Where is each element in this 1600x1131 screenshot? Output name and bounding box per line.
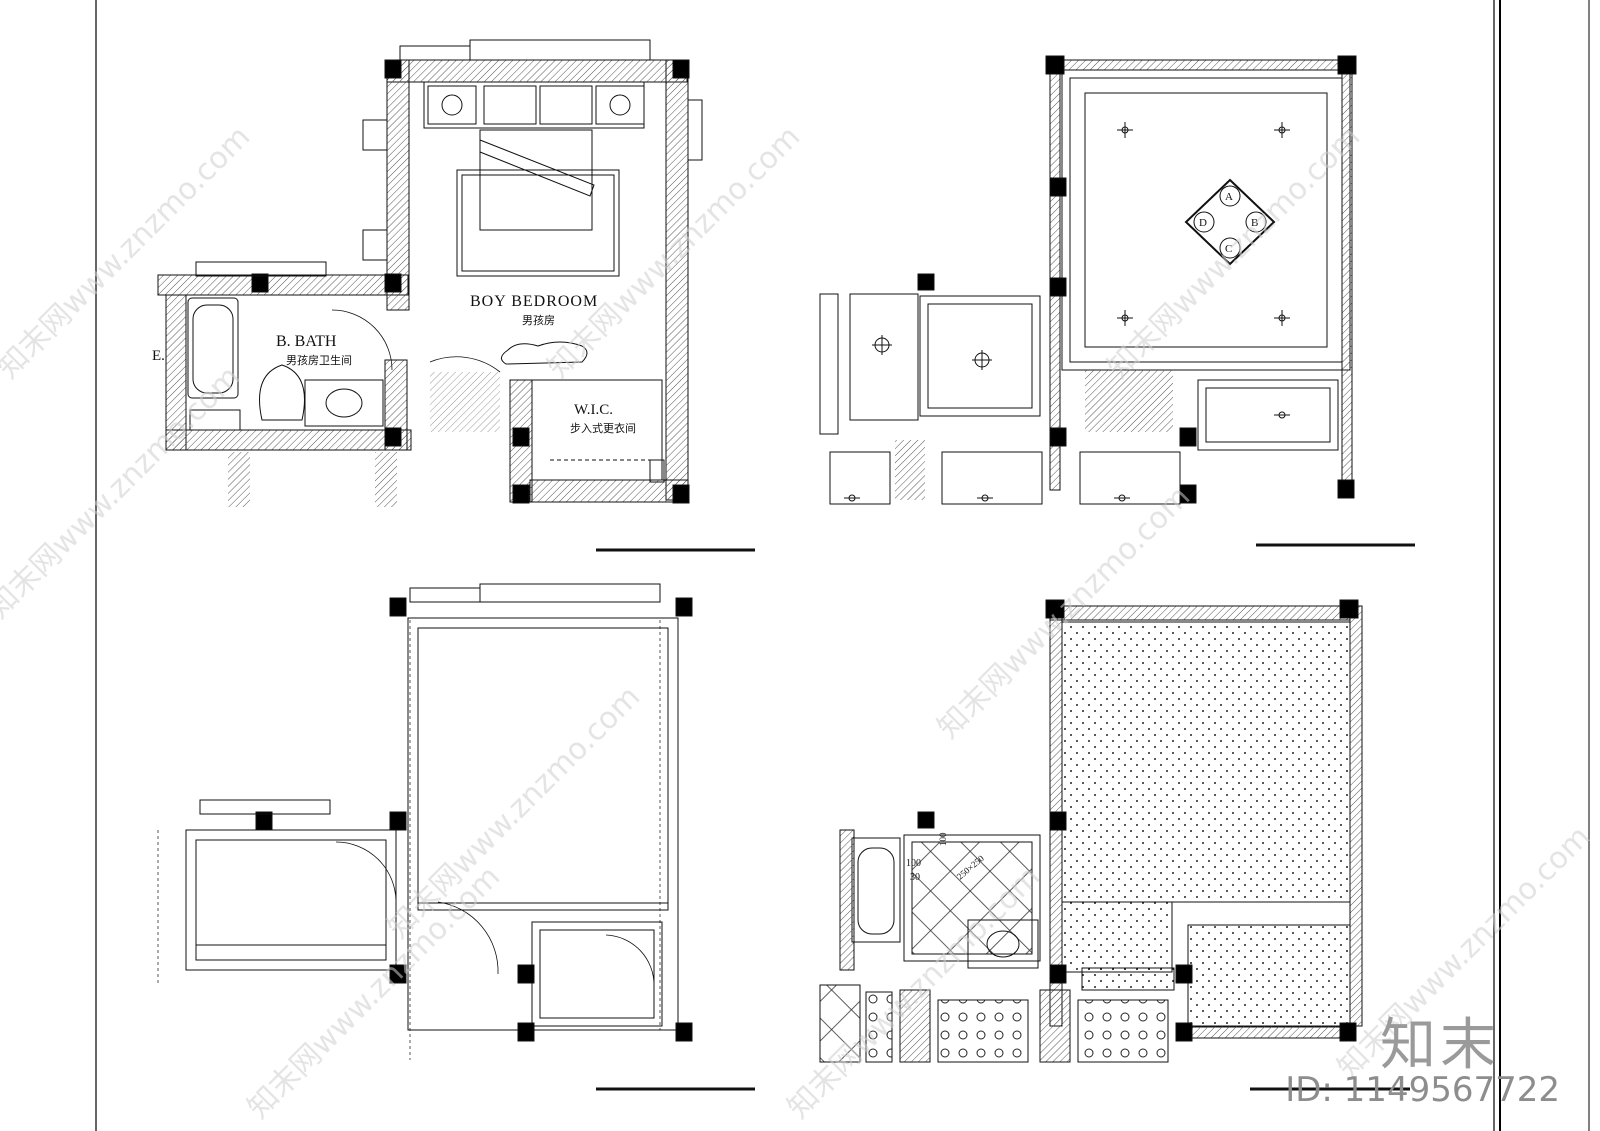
watermark-text: 知末网www.znzmo.com bbox=[0, 119, 257, 385]
dim-100: 100 bbox=[906, 858, 921, 869]
sheet-border bbox=[95, 0, 1590, 1131]
watermark-text: 知末网www.znzmo.com bbox=[241, 859, 507, 1125]
brand-id-text: ID: 1149567722 bbox=[1285, 1070, 1560, 1110]
plan-ceiling bbox=[819, 55, 1415, 547]
watermark-text: 知末网www.znzmo.com bbox=[0, 359, 247, 625]
label-bath-cn: 男孩房卫生间 bbox=[286, 353, 352, 367]
plan-walls bbox=[157, 583, 755, 1091]
label-edge: E. bbox=[152, 348, 165, 364]
label-boy-bedroom-cn: 男孩房 bbox=[522, 314, 555, 327]
dim-side: 100 bbox=[938, 832, 948, 846]
plan-furniture-layout bbox=[157, 39, 755, 552]
plan-floor-finish bbox=[819, 599, 1410, 1091]
label-wic-cn: 步入式更衣间 bbox=[570, 421, 636, 435]
lamp-label-c: C bbox=[1225, 243, 1232, 255]
brand-logo-text: 知末 bbox=[1380, 1013, 1500, 1078]
lamp-label-d: D bbox=[1199, 217, 1207, 229]
label-wic: W.I.C. bbox=[574, 402, 613, 418]
dim-30: 30 bbox=[910, 872, 920, 883]
lamp-label-b: B bbox=[1251, 217, 1258, 229]
lamp-label-a: A bbox=[1225, 191, 1233, 203]
label-bath: B. BATH bbox=[276, 333, 337, 350]
downlight-icon bbox=[844, 122, 1290, 502]
watermark-text: 知末网www.znzmo.com bbox=[381, 679, 647, 945]
label-boy-bedroom: BOY BEDROOM bbox=[470, 293, 598, 310]
